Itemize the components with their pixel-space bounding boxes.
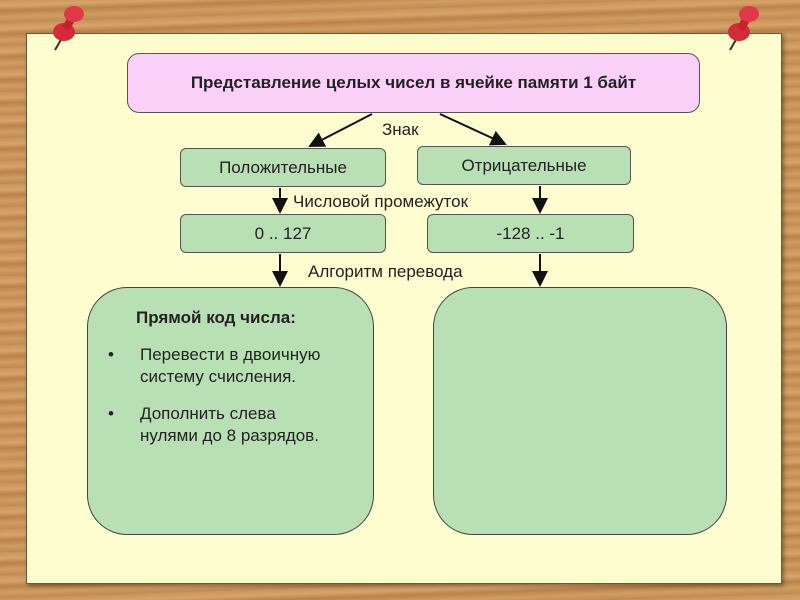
pushpin-icon [53,6,84,51]
panel-heading: Прямой код числа: [136,308,296,327]
line: нулями до 8 разрядов. [140,426,319,445]
bullet: • [108,404,114,423]
range-label: Числовой промежуток [293,192,469,211]
list-item: • Перевести в двоичную систему счисления. [108,344,320,388]
positive-box: Положительные [180,148,386,187]
bullet: • [108,345,114,364]
negative-algorithm-panel [433,287,727,535]
line: систему счисления. [140,367,296,386]
list-item: • Дополнить слева нулями до 8 разрядов. [108,403,319,447]
algorithm-label: Алгоритм перевода [308,262,463,281]
title-box: Представление целых чисел в ячейке памят… [127,53,700,113]
direct-code-panel: Прямой код числа: • Перевести в двоичную… [87,287,374,535]
negative-box: Отрицательные [417,146,631,185]
line: Перевести в двоичную [140,345,321,364]
pushpin-icon [728,6,759,51]
sign-label: Знак [382,120,419,139]
line: Дополнить слева [140,404,276,423]
positive-range-box: 0 .. 127 [180,214,386,253]
negative-range-box: -128 .. -1 [427,214,634,253]
